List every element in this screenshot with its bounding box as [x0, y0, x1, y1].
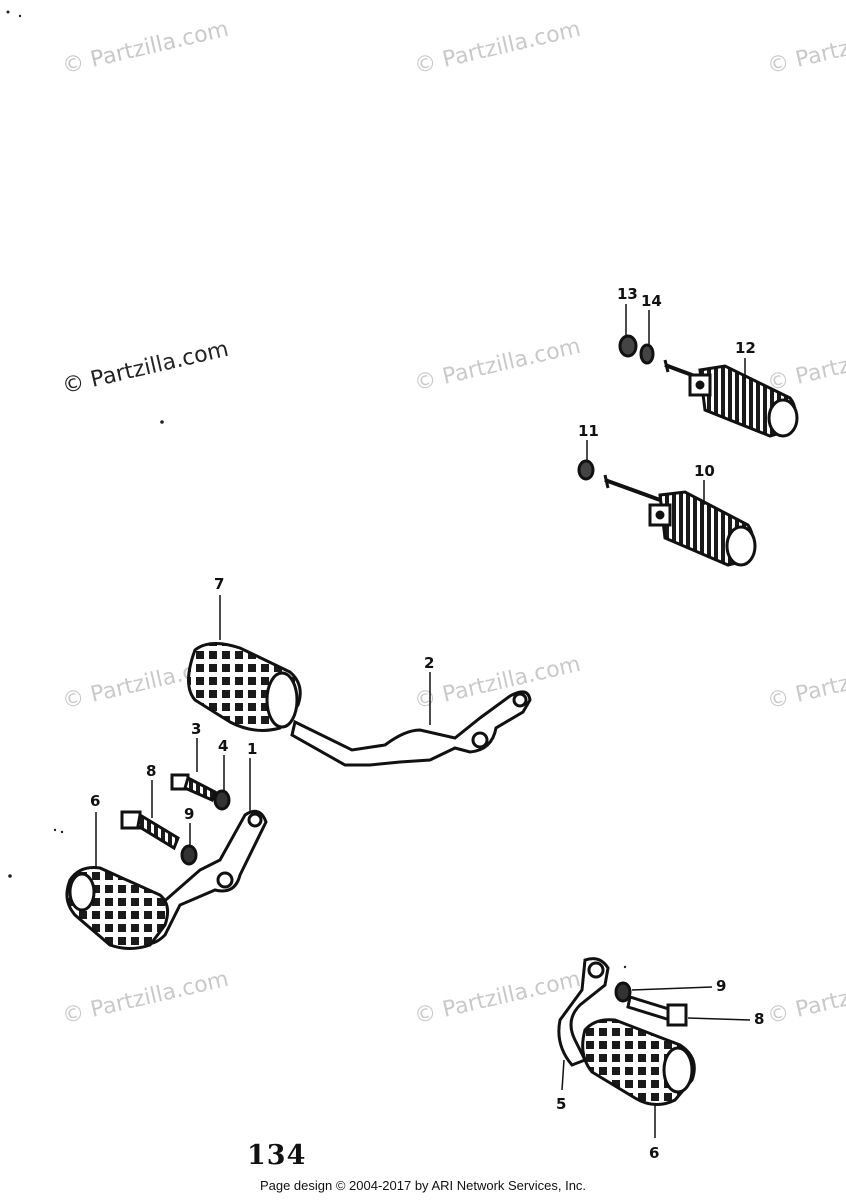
bolts-left: [120, 773, 231, 866]
footer-credit: Page design © 2004-2017 by ARI Network S…: [259, 1178, 587, 1193]
callout-6: 6: [649, 1144, 660, 1162]
footrest-rubber: [187, 642, 302, 732]
callout-12: 12: [735, 339, 756, 357]
right-footrest-assembly: [557, 957, 696, 1106]
callout-2: 2: [424, 654, 435, 672]
callout-9: 9: [716, 977, 727, 995]
callout-4: 4: [218, 737, 229, 755]
callout-1: 1: [247, 740, 258, 758]
callout-8: 8: [754, 1010, 765, 1028]
callout-13: 13: [617, 285, 638, 303]
rear-footrest-lower: [603, 474, 757, 567]
callout-7: 7: [214, 575, 225, 593]
leader-lines: [95, 304, 751, 1138]
callout-6: 6: [90, 792, 101, 810]
specks: [6, 10, 627, 969]
page-number: 134: [247, 1140, 307, 1171]
rear-footrest-upper: [663, 359, 799, 438]
callout-11: 11: [578, 422, 599, 440]
callout-9: 9: [184, 805, 195, 823]
callout-5: 5: [556, 1095, 567, 1113]
rod-part-2: [290, 690, 532, 767]
callout-10: 10: [694, 462, 715, 480]
left-footrest-assembly: [65, 809, 268, 950]
callout-14: 14: [641, 292, 662, 310]
washers-rear: [577, 334, 655, 481]
callout-3: 3: [191, 720, 202, 738]
callout-8: 8: [146, 762, 157, 780]
